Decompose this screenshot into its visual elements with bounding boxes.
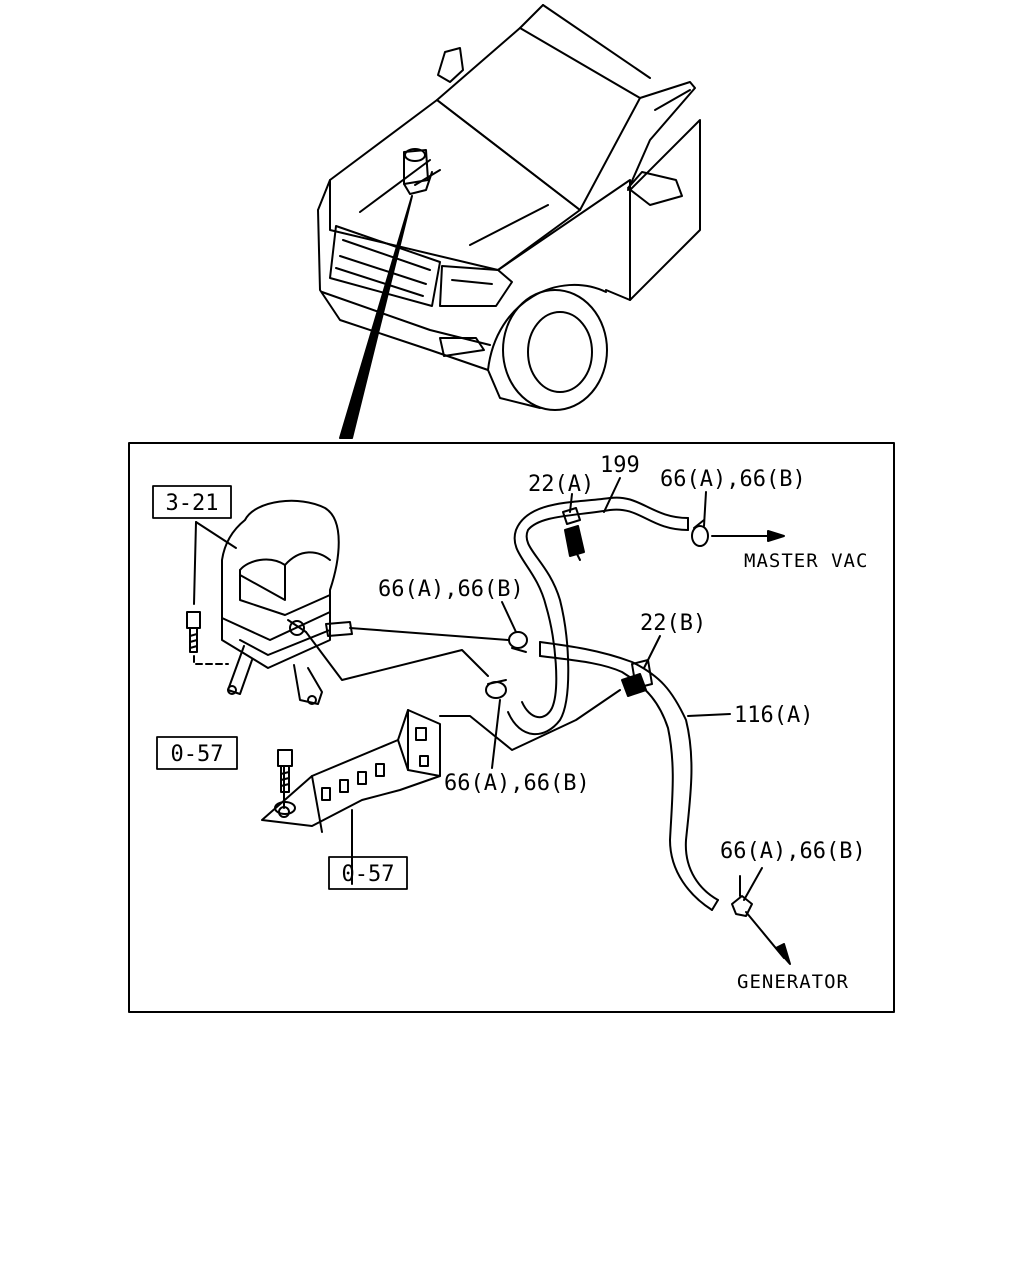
label-clamp-lower: 66(A),66(B) — [444, 771, 590, 796]
arrow-master-vac — [711, 530, 785, 542]
label-clamp-mid: 66(A),66(B) — [378, 577, 524, 602]
clip-22a — [562, 507, 585, 561]
destination-master-vac: MASTER VAC — [744, 550, 868, 572]
ref-box-3-21 — [152, 485, 232, 519]
label-hose-116a: 116(A) — [734, 703, 813, 728]
label-clamp-top: 66(A),66(B) — [660, 467, 806, 492]
label-part-199: 199 — [600, 453, 640, 478]
hose-116a — [539, 641, 719, 911]
ref-0-57-bracket: 0-57 — [342, 862, 395, 887]
ref-box-0-57-bracket — [328, 856, 408, 890]
assembly-leaders — [193, 521, 741, 897]
ref-3-21: 3-21 — [166, 491, 219, 516]
mounting-bracket — [261, 709, 441, 833]
hose-clamp-master-vac — [691, 519, 709, 547]
detail-frame — [128, 442, 895, 1013]
arrow-generator — [745, 911, 791, 965]
ref-0-57-bolt: 0-57 — [171, 742, 224, 767]
clip-22b — [621, 659, 653, 697]
hose-clamp-generator — [731, 895, 753, 917]
label-clip-22a: 22(A) — [528, 472, 594, 497]
vacuum-reservoir-tank — [221, 499, 353, 705]
hose-clamp-mid — [508, 631, 528, 653]
label-clip-22b: 22(B) — [640, 611, 706, 636]
label-clamp-right: 66(A),66(B) — [720, 839, 866, 864]
hose-clamp-lower — [485, 679, 507, 699]
hose-199 — [507, 496, 689, 736]
destination-generator: GENERATOR — [737, 971, 849, 993]
callout-leaders — [491, 477, 763, 901]
ref-box-0-57-bolt — [156, 736, 238, 770]
vehicle-overview — [317, 4, 701, 439]
tank-bolt — [186, 611, 229, 665]
